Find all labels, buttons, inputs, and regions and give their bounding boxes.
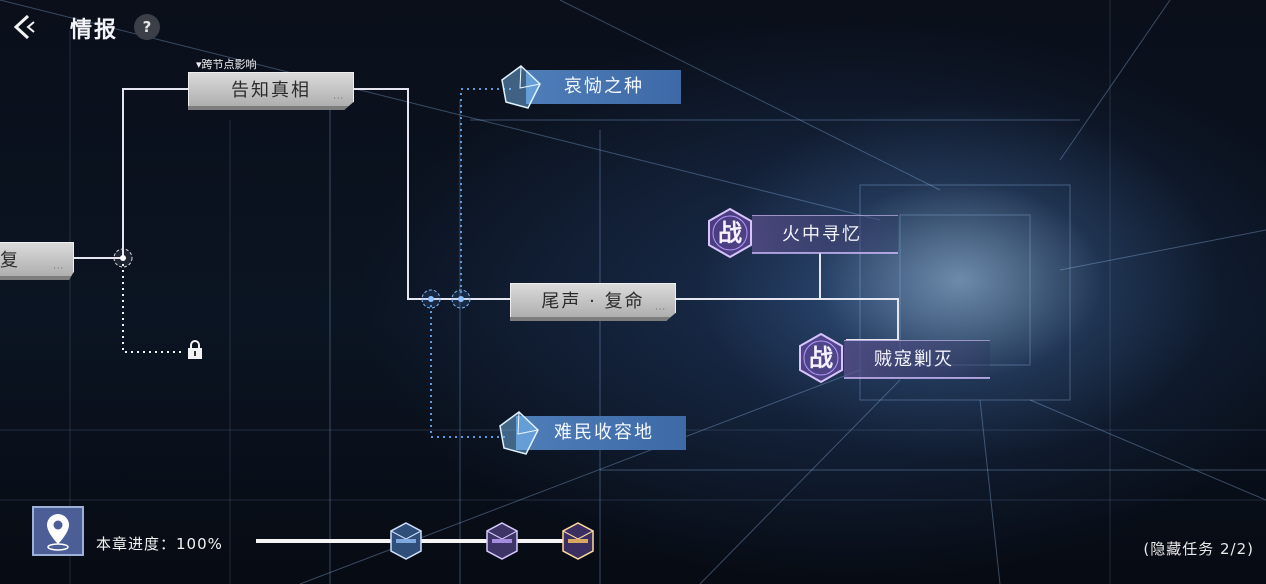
battle-badge-bandit[interactable]: 战 [795, 332, 847, 384]
battle-badge-fire[interactable]: 战 [704, 207, 756, 259]
intel-node-seed[interactable]: 哀恸之种 [526, 70, 681, 104]
location-button[interactable] [32, 506, 84, 556]
junction-ring-icon [451, 289, 471, 309]
chest-icon [562, 522, 594, 560]
help-button[interactable]: ? [134, 14, 160, 40]
battle-badge-glyph: 战 [718, 219, 742, 247]
page-title: 情报 [70, 18, 119, 43]
reward-chest-2[interactable] [484, 521, 520, 561]
battle-badge-glyph: 战 [809, 344, 833, 372]
branch-junction[interactable] [113, 248, 133, 268]
node-dots: ··· [655, 305, 666, 314]
node-dots: ··· [53, 264, 64, 273]
battle-node-label: 火中寻忆 [782, 224, 862, 245]
chest-icon [390, 522, 422, 560]
quest-node-ending[interactable]: 尾声 · 复命 ··· [510, 283, 676, 321]
quest-node-truth[interactable]: 告知真相 ··· [188, 72, 354, 110]
crystal-icon [499, 411, 539, 455]
back-button[interactable] [6, 10, 40, 44]
battle-hex-icon [708, 207, 752, 259]
map-pin-icon [47, 514, 69, 551]
branch-junction-seed[interactable] [451, 289, 471, 309]
intel-node-label: 难民收容地 [554, 422, 654, 443]
junction-ring-icon [421, 289, 441, 309]
battle-node-bandit[interactable]: 贼寇剿灭 [844, 340, 990, 378]
crystal-icon [501, 65, 541, 109]
chapter-progress-label: 本章进度：100% [96, 535, 223, 553]
back-arrow-icon [13, 14, 35, 40]
cross-node-tag: ▾跨节点影响 [196, 58, 257, 71]
reward-chest-1[interactable] [388, 521, 424, 561]
node-dots: ··· [333, 94, 344, 103]
intel-node-label: 哀恸之种 [564, 76, 644, 97]
quest-node-offscreen[interactable]: 复 ··· [0, 242, 74, 280]
quest-node-label: 复 [0, 250, 20, 271]
battle-node-fire[interactable]: 火中寻忆 [752, 215, 898, 253]
chest-icon [486, 522, 518, 560]
reward-chest-3[interactable] [560, 521, 596, 561]
branch-junction-refuge[interactable] [421, 289, 441, 309]
quest-node-label: 告知真相 [231, 80, 311, 101]
battle-node-label: 贼寇剿灭 [874, 349, 954, 370]
lock-icon [188, 340, 202, 359]
battle-hex-icon [799, 332, 843, 384]
quest-node-label: 尾声 · 复命 [541, 291, 645, 312]
intel-node-refuge[interactable]: 难民收容地 [516, 416, 686, 450]
hidden-task-counter: (隐藏任务 2/2) [1143, 540, 1254, 558]
junction-ring-icon [113, 248, 133, 268]
